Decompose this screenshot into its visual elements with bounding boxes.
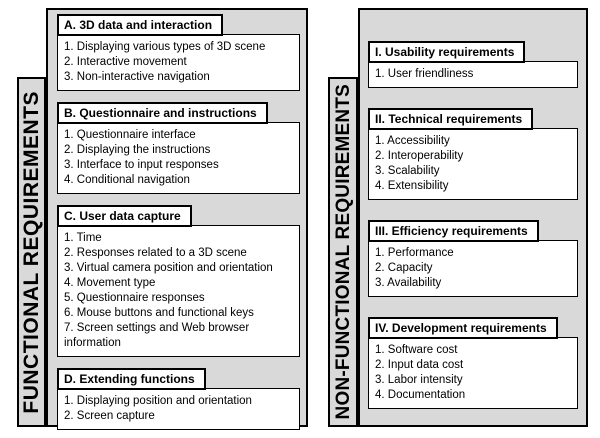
- section-title: II. Technical requirements: [375, 112, 523, 126]
- requirement-item: 3. Scalability: [375, 165, 440, 177]
- functional-requirements-label: FUNCTIONAL REQUIREMENTS: [20, 90, 43, 414]
- requirement-item: 5. Questionnaire responses: [64, 292, 205, 304]
- requirement-section: II. Technical requirements 1. Accessibil…: [368, 108, 586, 200]
- non-functional-requirements-label: NON-FUNCTIONAL REQUIREMENTS: [332, 84, 354, 420]
- requirement-item: 3. Labor intensity: [375, 374, 463, 386]
- requirement-item: 3. Non-interactive navigation: [64, 71, 210, 83]
- requirement-item: 2. Screen capture: [64, 410, 155, 422]
- section-title-box: III. Efficiency requirements: [368, 220, 539, 242]
- requirement-item: 4. Conditional navigation: [64, 174, 190, 186]
- non-functional-requirements-label-bar: NON-FUNCTIONAL REQUIREMENTS: [328, 77, 358, 427]
- section-title: B. Questionnaire and instructions: [64, 106, 257, 120]
- functional-requirements-panel: A. 3D data and interaction 1. Displaying…: [46, 8, 308, 430]
- section-items-box: 1. User friendliness: [368, 61, 578, 88]
- requirement-item: 1. Software cost: [375, 344, 458, 356]
- requirement-section: C. User data capture 1. Time 2. Responses…: [57, 205, 306, 357]
- functional-sections-container: A. 3D data and interaction 1. Displaying…: [48, 10, 306, 430]
- section-title-box: D. Extending functions: [57, 368, 206, 390]
- requirement-item: 2. Displaying the instructions: [64, 144, 211, 156]
- section-title-box: II. Technical requirements: [368, 108, 534, 130]
- section-title: I. Usability requirements: [375, 45, 515, 59]
- requirement-item: 2. Responses related to a 3D scene: [64, 247, 247, 259]
- requirement-item: 1. Questionnaire interface: [64, 129, 196, 141]
- requirement-item: 3. Availability: [375, 277, 442, 289]
- section-items-box: 1. Performance 2. Capacity 3. Availability: [368, 240, 578, 297]
- requirement-section: I. Usability requirements 1. User friend…: [368, 41, 586, 88]
- requirement-item: 4. Extensibility: [375, 180, 449, 192]
- section-title-box: C. User data capture: [57, 205, 192, 227]
- non-functional-requirements-panel: I. Usability requirements 1. User friend…: [358, 8, 588, 427]
- section-title-box: IV. Development requirements: [368, 317, 558, 339]
- section-items-box: 1. Time 2. Responses related to a 3D scen…: [57, 225, 300, 357]
- section-title-box: B. Questionnaire and instructions: [57, 102, 268, 124]
- requirement-item: 1. Time: [64, 232, 102, 244]
- functional-requirements-label-bar: FUNCTIONAL REQUIREMENTS: [17, 77, 46, 427]
- section-items-box: 1. Software cost 2. Input data cost 3. Lab…: [368, 337, 578, 409]
- requirement-item: 1. Displaying position and orientation: [64, 395, 252, 407]
- section-title: III. Efficiency requirements: [375, 224, 528, 238]
- section-items-box: 1. Displaying various types of 3D scene 2…: [57, 34, 300, 91]
- requirement-item: 1. Accessibility: [375, 135, 450, 147]
- requirement-item: 2. Interoperability: [375, 150, 464, 162]
- section-items-box: 1. Accessibility 2. Interoperability 3. Sc…: [368, 128, 578, 200]
- requirement-item: 3. Virtual camera position and orientati…: [64, 262, 273, 274]
- requirement-section: D. Extending functions 1. Displaying pos…: [57, 368, 306, 430]
- section-title: A. 3D data and interaction: [64, 18, 213, 32]
- section-title-box: I. Usability requirements: [368, 41, 526, 63]
- requirement-section: B. Questionnaire and instructions 1. Que…: [57, 102, 306, 194]
- requirement-item: 1. Performance: [375, 247, 454, 259]
- requirement-item: 3. Interface to input responses: [64, 159, 219, 171]
- requirement-item: 4. Movement type: [64, 277, 156, 289]
- requirement-item: 2. Capacity: [375, 262, 433, 274]
- section-title-box: A. 3D data and interaction: [57, 14, 224, 36]
- non-functional-sections-container: I. Usability requirements 1. User friend…: [360, 10, 586, 409]
- section-title: D. Extending functions: [64, 372, 195, 386]
- requirement-item: 2. Input data cost: [375, 359, 464, 371]
- requirement-section: A. 3D data and interaction 1. Displaying…: [57, 14, 306, 91]
- requirement-section: III. Efficiency requirements 1. Performa…: [368, 220, 586, 297]
- requirement-item: 6. Mouse buttons and functional keys: [64, 307, 254, 319]
- requirement-item: 1. User friendliness: [375, 68, 474, 80]
- section-title: C. User data capture: [64, 209, 181, 223]
- requirement-section: IV. Development requirements 1. Software…: [368, 317, 586, 409]
- requirement-item: 1. Displaying various types of 3D scene: [64, 41, 266, 53]
- section-items-box: 1. Displaying position and orientation 2.…: [57, 388, 300, 430]
- requirement-item: 4. Documentation: [375, 389, 466, 401]
- requirement-item: 2. Interactive movement: [64, 56, 187, 68]
- section-title: IV. Development requirements: [375, 321, 547, 335]
- section-items-box: 1. Questionnaire interface 2. Displaying …: [57, 122, 300, 194]
- requirement-item: 7. Screen settings and Web browser infor…: [64, 322, 250, 349]
